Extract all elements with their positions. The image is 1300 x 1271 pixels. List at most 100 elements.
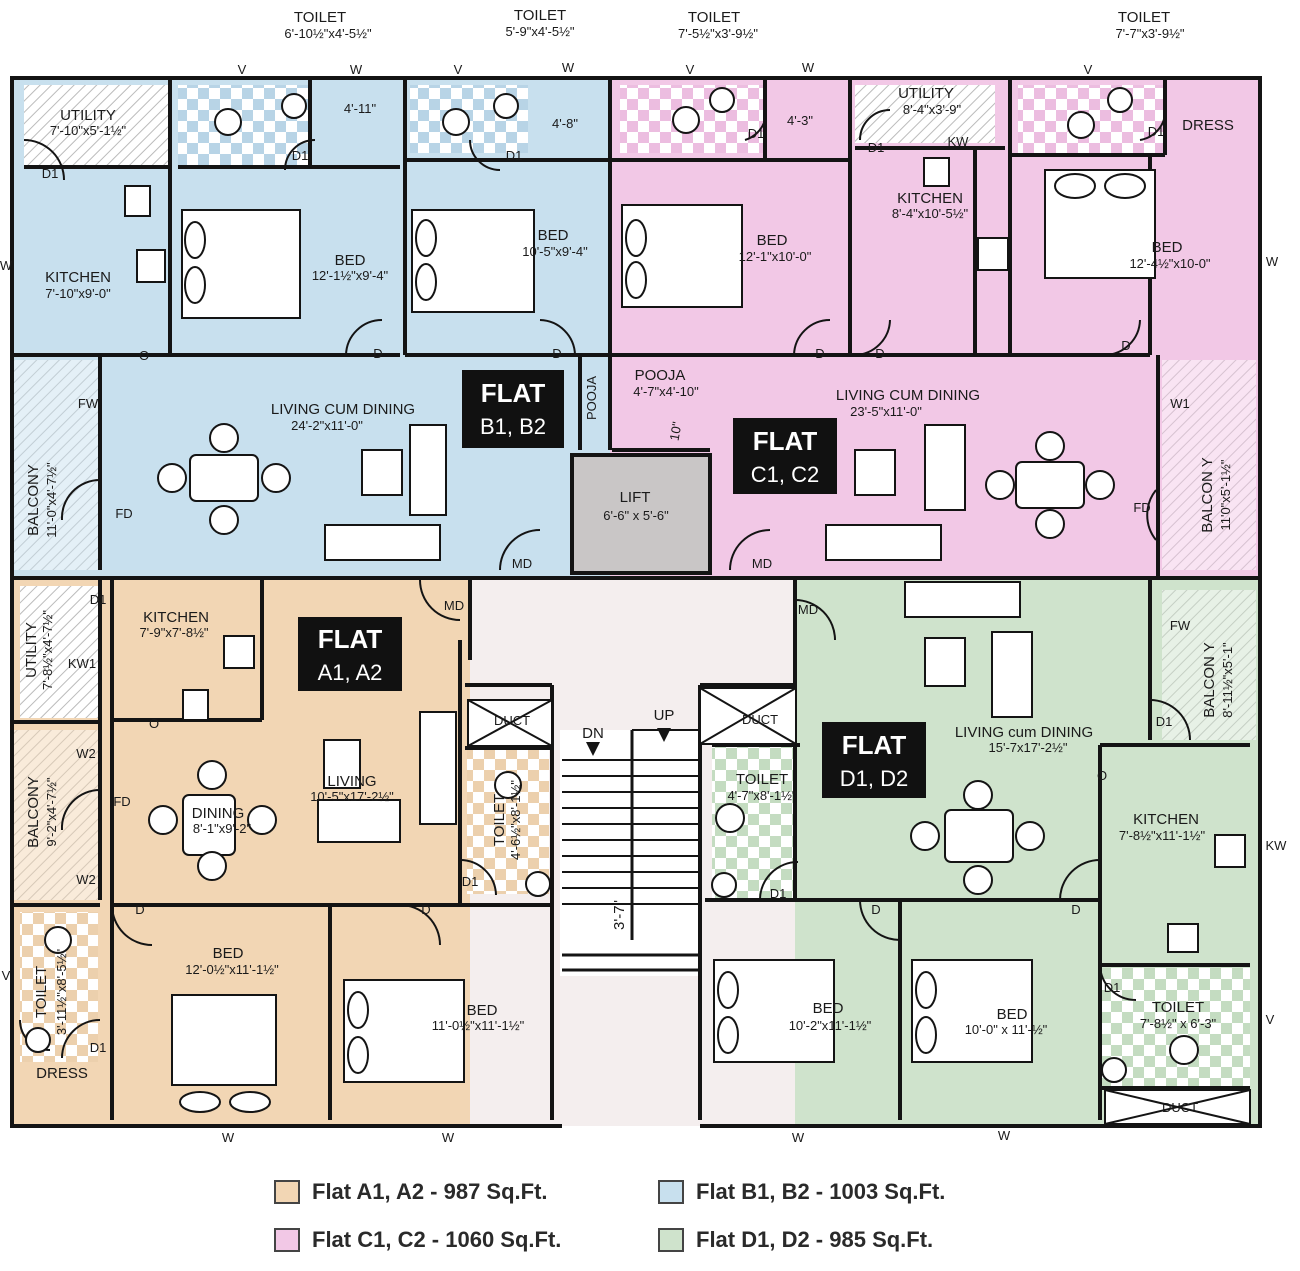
b-utility-size: 7'-10"x5'-1½" xyxy=(50,123,127,138)
door-label: D1 xyxy=(462,874,479,889)
a-utility-size: 7'-8½"x4'-7½" xyxy=(40,610,55,690)
a-kitchen-size: 7'-9"x7'-8½" xyxy=(139,625,208,640)
toilet-4-size: 7'-7"x3'-9½" xyxy=(1115,26,1184,41)
b-bed1-size: 12'-1½"x9'-4" xyxy=(312,268,389,283)
a-toilet-left-name: TOILET xyxy=(33,966,50,1018)
a-dining-size: 8'-1"x9'-2" xyxy=(193,821,252,836)
legend-swatch-a xyxy=(274,1180,300,1204)
labels: FLAT B1, B2 FLAT C1, C2 FLAT A1, A2 FLAT… xyxy=(0,7,1287,1145)
legend-swatch-c xyxy=(274,1228,300,1252)
d-bed1-name: BED xyxy=(813,1000,844,1017)
a-dress-name: DRESS xyxy=(36,1065,88,1082)
a-dining-name: DINING xyxy=(192,805,245,822)
toilet-3-name: TOILET xyxy=(688,9,740,26)
balcony-hatch xyxy=(14,360,98,570)
window-label: W xyxy=(792,1130,805,1145)
door-label: D xyxy=(815,346,824,361)
balcony-hatch xyxy=(14,730,98,900)
a-utility-name: UTILITY xyxy=(23,622,40,678)
vent-label: V xyxy=(238,62,247,77)
window-label: W2 xyxy=(76,746,96,761)
b-living-size: 24'-2"x11'-0" xyxy=(291,418,363,433)
d-living-size: 15'-7x17'-2½" xyxy=(989,740,1068,755)
c-balcony-size: 11'0"x5'-1½" xyxy=(1218,459,1233,530)
flat-c-tag-box xyxy=(733,418,837,494)
door-label: D1 xyxy=(1104,980,1121,995)
door-label: D1 xyxy=(292,148,309,163)
c-bed2-name: BED xyxy=(1152,239,1183,256)
kitchen-window-label: KW xyxy=(1266,838,1288,853)
utility-hatch xyxy=(24,85,170,167)
d-bed2-size: 10'-0" x 11'-½" xyxy=(965,1022,1048,1037)
c-bed1-size: 12'-1"x10'-0" xyxy=(739,249,812,264)
opening-label: O xyxy=(1097,768,1107,783)
vent-label: V xyxy=(1266,1012,1275,1027)
stair-up: UP xyxy=(654,707,675,724)
c-pooja-dim: 10" xyxy=(667,420,685,442)
window-label: W xyxy=(998,1128,1011,1143)
flat-b-title: FLAT xyxy=(481,378,546,408)
d-toilet-mid-size: 4'-7"x8'-1½" xyxy=(727,788,796,803)
down-arrow-icon xyxy=(586,742,600,756)
main-door-label: MD xyxy=(512,556,532,571)
legend-item-c: Flat C1, C2 - 1060 Sq.Ft. xyxy=(274,1227,561,1253)
legend-label-c: Flat C1, C2 - 1060 Sq.Ft. xyxy=(312,1227,562,1252)
opening-label: O xyxy=(149,716,159,731)
duct-label: DUCT xyxy=(494,713,530,728)
door-label: D xyxy=(552,346,561,361)
b-dim-2: 4'-8" xyxy=(552,116,578,131)
a-living-size: 10'-5"x17'-2½" xyxy=(310,789,394,804)
balcony-hatch xyxy=(1162,360,1256,570)
main-door-label: MD xyxy=(798,602,818,617)
lift-name: LIFT xyxy=(620,489,651,506)
c-utility-name: UTILITY xyxy=(898,85,954,102)
door-label: D xyxy=(135,902,144,917)
duct-crosses xyxy=(467,687,1251,1125)
toilet-2-size: 5'-9"x4'-5½" xyxy=(505,24,574,39)
legend-swatch-d xyxy=(658,1228,684,1252)
stair-dn: DN xyxy=(582,725,604,742)
vent-label: V xyxy=(686,62,695,77)
utility-hatch xyxy=(855,85,995,143)
door-label: D xyxy=(1071,902,1080,917)
toilet-3-size: 7'-5½"x3'-9½" xyxy=(678,26,758,41)
c-dim-1: 4'-3" xyxy=(787,113,813,128)
door-label: D1 xyxy=(506,148,523,163)
balcony-hatch xyxy=(1162,590,1256,740)
legend-label-d: Flat D1, D2 - 985 Sq.Ft. xyxy=(696,1227,934,1252)
flat-b-tag-box xyxy=(462,370,564,448)
lift-size: 6'-6" x 5'-6" xyxy=(603,508,669,523)
c-pooja-name: POOJA xyxy=(635,367,686,384)
door-label: D1 xyxy=(868,140,885,155)
flat-a-units: A1, A2 xyxy=(318,660,383,685)
french-window-label: FW xyxy=(1170,618,1191,633)
d-living-name: LIVING cum DINING xyxy=(955,724,1093,741)
kitchen-window-label: KW1 xyxy=(68,656,96,671)
d-balcony-name: BALCON Y xyxy=(1201,642,1218,718)
flat-d-units: D1, D2 xyxy=(840,766,908,791)
d-toilet-mid-name: TOILET xyxy=(736,771,788,788)
c-pooja-size: 4'-7"x4'-10" xyxy=(633,384,699,399)
d-toilet-right-name: TOILET xyxy=(1152,999,1204,1016)
window-label: W xyxy=(562,60,575,75)
b-balcony-size: 11'-0"x4'-7½" xyxy=(44,462,59,538)
c-kitchen-name: KITCHEN xyxy=(897,190,963,207)
stair-zone xyxy=(560,730,700,976)
a-bed2-size: 11'-0½"x11'-1½" xyxy=(432,1018,525,1033)
walls xyxy=(10,76,1262,1128)
b-dim-1: 4'-11" xyxy=(344,101,377,116)
flat-b-units: B1, B2 xyxy=(480,414,546,439)
door-label: D xyxy=(421,902,430,917)
toilet-4-name: TOILET xyxy=(1118,9,1170,26)
c-living-name: LIVING CUM DINING xyxy=(836,387,980,404)
flat-d-title: FLAT xyxy=(842,730,907,760)
c-utility-size: 8'-4"x3'-9" xyxy=(903,102,962,117)
staircase xyxy=(562,729,700,972)
a-toilet-mid-name: TOILET xyxy=(491,794,508,846)
b-utility-name: UTILITY xyxy=(60,107,116,124)
french-window-label: FW xyxy=(78,396,99,411)
window-label: W xyxy=(222,1130,235,1145)
vent-label: V xyxy=(454,62,463,77)
legend-item-b: Flat B1, B2 - 1003 Sq.Ft. xyxy=(658,1179,945,1205)
legend-swatch-b xyxy=(658,1180,684,1204)
